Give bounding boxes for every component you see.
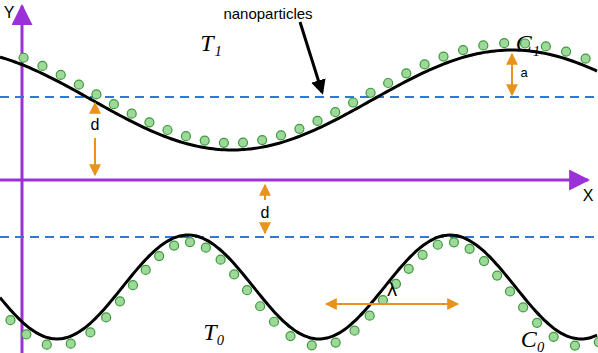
nanoparticle (276, 131, 285, 140)
lower-wall (0, 235, 597, 339)
nanoparticle (102, 313, 111, 322)
nanoparticle (349, 98, 358, 107)
nanoparticle (594, 338, 598, 347)
nanoparticle (109, 100, 118, 109)
axis-label: X (583, 188, 594, 204)
nanoparticle (56, 70, 65, 79)
nanoparticle-dots (6, 39, 598, 350)
nanoparticle (500, 39, 509, 48)
nanoparticle (170, 241, 179, 250)
nanoparticle (418, 250, 427, 259)
nanoparticle (200, 136, 209, 145)
nanoparticle (384, 79, 393, 88)
leader-line (300, 22, 322, 92)
temperature-label: T₀ (203, 320, 225, 344)
nanoparticle (38, 61, 47, 70)
nanoparticle (219, 138, 228, 147)
nanoparticle (506, 287, 515, 296)
nanoparticle (480, 257, 489, 266)
nanoparticle (22, 330, 31, 339)
dimension-label: a (520, 66, 527, 79)
nanoparticle (258, 136, 267, 145)
callout-text: nanoparticles (223, 6, 312, 21)
nanoparticle (519, 303, 528, 312)
nanoparticle (331, 108, 340, 117)
nanoparticle (493, 271, 502, 280)
nanoparticle (365, 311, 374, 320)
d-arrow-bottom (264, 185, 266, 200)
wavelength-arrow (326, 303, 458, 305)
nanoparticle (459, 46, 468, 55)
nanoparticle (402, 69, 411, 78)
concentration-label: C₀ (521, 327, 545, 351)
nanoparticle (141, 265, 150, 274)
channel-walls (0, 50, 597, 339)
nanoparticle (230, 270, 239, 279)
d-arrow-top (94, 103, 96, 112)
nanoparticle (404, 264, 413, 273)
nanoparticle (92, 90, 101, 99)
nanoparticle (86, 328, 95, 337)
nanoparticle (185, 238, 194, 247)
nanoparticle (549, 332, 558, 341)
nanoparticle (562, 47, 571, 56)
nanoparticle (366, 88, 375, 97)
nanoparticle (570, 341, 579, 350)
nanoparticle (256, 302, 265, 311)
nanoparticle (433, 240, 442, 249)
nanoparticle (201, 243, 210, 252)
upper-wall (0, 50, 597, 150)
nanoparticle (145, 118, 154, 127)
nanoparticle (66, 339, 75, 348)
nanoparticle (6, 316, 15, 325)
nanoparticle (128, 281, 137, 290)
concentration-label: C₁ (516, 31, 540, 55)
nanoparticle (420, 60, 429, 69)
nanoparticle (541, 42, 550, 51)
nanoparticle (479, 41, 488, 50)
nanoparticle (307, 341, 316, 350)
d-arrow-top (94, 138, 96, 175)
nanoparticle (533, 318, 542, 327)
nanoparticle (313, 116, 322, 125)
nanoparticle (238, 138, 247, 147)
dimension-label: d (91, 117, 100, 133)
nanoparticle (163, 125, 172, 134)
nanoparticle (74, 80, 83, 89)
nanoparticle (127, 109, 136, 118)
nanoparticle (439, 52, 448, 61)
nanoparticle (19, 53, 28, 62)
nanoparticle (181, 132, 190, 141)
temperature-label: T₁ (200, 31, 222, 55)
nanoparticle (243, 286, 252, 295)
nanoparticle (449, 238, 458, 247)
nanoparticle (286, 332, 295, 341)
nanoparticle (331, 338, 340, 347)
nanoparticle (269, 317, 278, 326)
nanoparticle (216, 255, 225, 264)
lower-mean-line (0, 236, 598, 238)
nanoparticle (465, 244, 474, 253)
axis-label: Y (4, 5, 15, 21)
nanoparticle (42, 340, 51, 349)
nanoparticle (155, 252, 164, 261)
dimension-label: d (261, 205, 270, 221)
nanoparticle (581, 54, 590, 63)
d-arrow-bottom (264, 226, 266, 233)
x-axis (0, 179, 588, 182)
nanoparticle (295, 124, 304, 133)
nanoparticle (115, 297, 124, 306)
amplitude-arrow (511, 54, 513, 95)
dimension-label: λ (387, 281, 398, 299)
nanoparticle (350, 326, 359, 335)
